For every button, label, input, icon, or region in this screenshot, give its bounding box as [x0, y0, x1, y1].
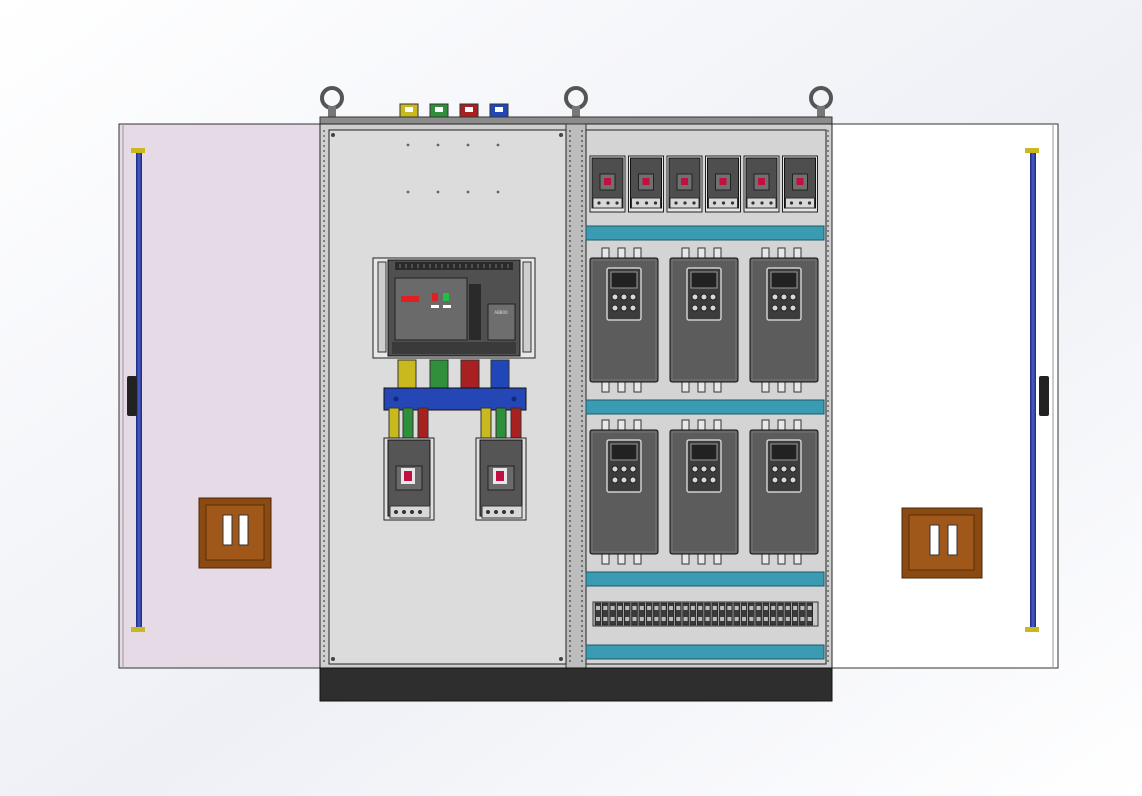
terminal-strip	[592, 601, 819, 627]
terminal	[667, 602, 675, 626]
terminal	[631, 602, 638, 626]
left-door-rod	[136, 150, 142, 630]
vfd-drives	[589, 247, 819, 565]
right-door-latch	[1039, 376, 1049, 416]
vfd-drive	[749, 247, 819, 393]
busbars	[383, 359, 527, 441]
terminal	[689, 602, 697, 626]
terminal	[623, 602, 631, 626]
terminal	[769, 602, 777, 626]
terminal	[726, 602, 733, 626]
right-door	[831, 123, 1059, 669]
terminal	[616, 602, 624, 626]
terminal	[682, 602, 689, 626]
terminal	[645, 602, 653, 626]
air-circuit-breaker: ABB00	[372, 257, 536, 359]
small-breaker	[705, 155, 741, 213]
terminal	[704, 602, 711, 626]
left-door	[118, 123, 324, 669]
terminal	[777, 602, 784, 626]
small-breaker	[666, 155, 703, 213]
terminal	[638, 602, 646, 626]
terminal	[711, 602, 719, 626]
mccb-breaker-1	[383, 437, 435, 521]
terminal	[660, 602, 667, 626]
left-door-latch	[127, 376, 137, 416]
small-breaker	[628, 155, 664, 213]
terminal	[602, 602, 609, 626]
mccb-breaker-2	[475, 437, 527, 521]
terminal	[733, 602, 740, 626]
vfd-drive	[589, 247, 659, 393]
vfd-drive	[669, 247, 739, 393]
terminal	[806, 602, 813, 626]
terminal	[762, 602, 770, 626]
breaker-label: ABB00	[494, 310, 508, 315]
vfd-drive	[589, 419, 659, 565]
terminal	[594, 602, 602, 626]
small-breaker	[782, 155, 818, 213]
top-terminal-blocks	[399, 103, 509, 119]
right-door-rod	[1030, 150, 1036, 630]
right-door-handle	[901, 507, 983, 579]
terminal	[791, 602, 799, 626]
vfd-drive	[749, 419, 819, 565]
terminal	[675, 602, 682, 626]
terminal	[718, 602, 726, 626]
terminal	[748, 602, 755, 626]
terminal	[799, 602, 806, 626]
busbar-support	[383, 387, 527, 411]
din-rails	[585, 225, 825, 660]
terminal	[740, 602, 748, 626]
small-breakers-row	[589, 155, 818, 213]
small-breaker	[743, 155, 780, 213]
terminal	[755, 602, 762, 626]
left-door-handle	[198, 497, 272, 569]
cabinet-plinth	[319, 667, 833, 702]
terminal	[653, 602, 660, 626]
small-breaker	[589, 155, 626, 213]
terminal	[784, 602, 792, 626]
terminal	[696, 602, 704, 626]
terminal	[609, 602, 616, 626]
vfd-drive	[669, 419, 739, 565]
